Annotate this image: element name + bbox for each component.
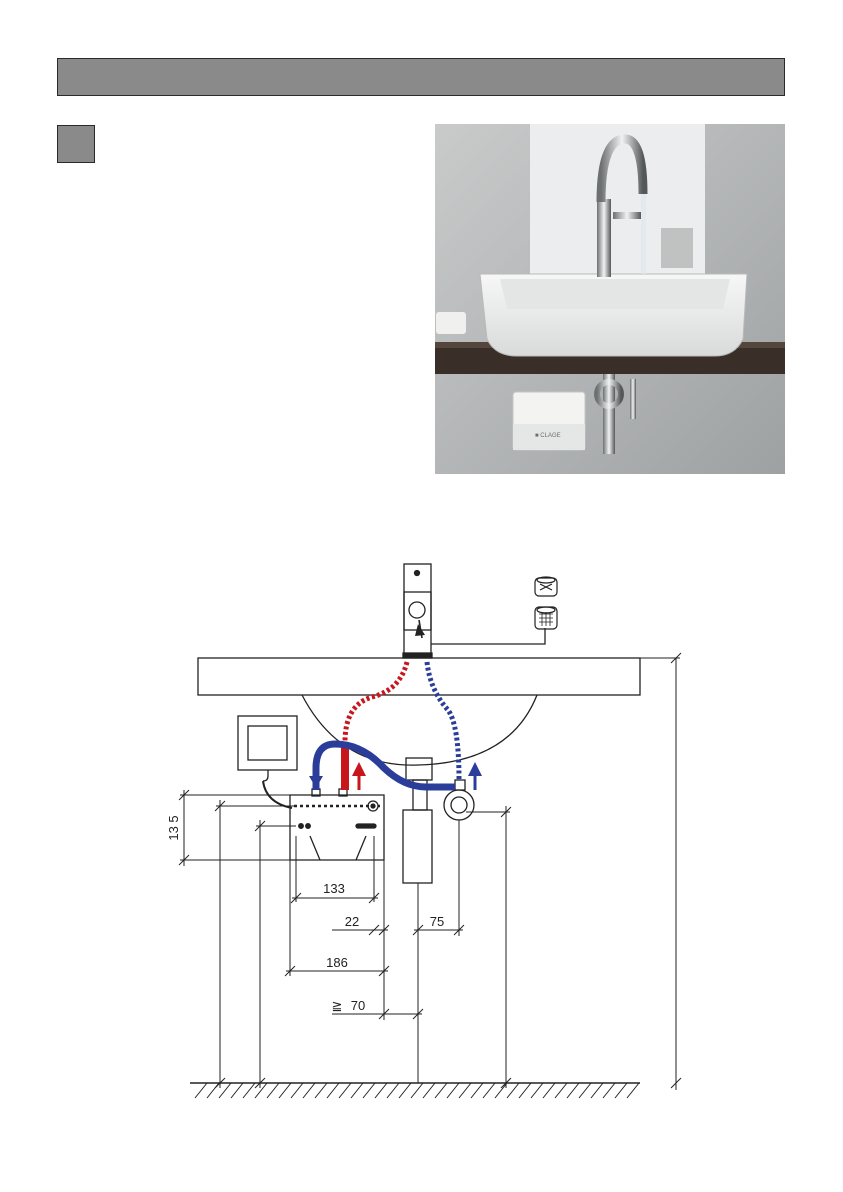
section-marker	[57, 125, 95, 163]
dim-min-symbol: ≧	[332, 998, 343, 1013]
flow-arrow-up-icon	[352, 762, 366, 790]
dim-outlet-to-trap: 75	[430, 914, 444, 929]
installation-diagram: 13 5 133 22 75 186 ≧ 70	[150, 555, 690, 1110]
wall-socket	[238, 716, 297, 770]
basin-countertop	[198, 658, 640, 695]
flow-arrow-down-icon	[309, 762, 323, 788]
flow-arrow-up-icon	[468, 762, 482, 790]
drain-neck	[406, 758, 432, 780]
dim-min-clearance: 70	[351, 998, 365, 1013]
installation-photo: ■ CLAGE	[435, 124, 785, 474]
dim-height-device: 13 5	[166, 815, 181, 840]
trap-valve	[444, 790, 474, 820]
aerator-mesh-icon	[535, 607, 557, 629]
aerator-icon	[535, 577, 557, 596]
faucet	[404, 564, 431, 656]
dim-offset-outlet: 22	[345, 914, 359, 929]
siphon	[403, 810, 432, 883]
photo-faucet	[597, 199, 611, 277]
cold-pipe	[316, 744, 455, 790]
dim-width-device: 133	[323, 881, 345, 896]
hot-hose-braided	[345, 662, 407, 742]
basin-bowl	[302, 695, 537, 765]
dim-total-width: 186	[326, 955, 348, 970]
header-bar	[57, 58, 785, 96]
svg-text:■ CLAGE: ■ CLAGE	[535, 433, 561, 439]
